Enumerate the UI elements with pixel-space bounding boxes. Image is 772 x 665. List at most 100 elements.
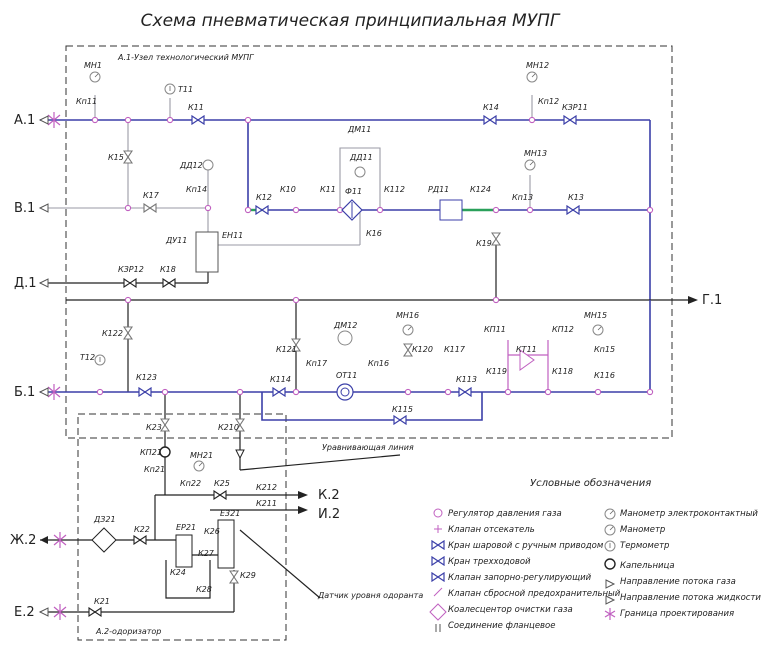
port-i2: И.2 (318, 507, 340, 522)
port-v1: В.1 (14, 201, 35, 216)
label-k16: К16 (366, 229, 382, 238)
label-k119: К119 (486, 367, 507, 376)
legend-left-7: Соединение фланцевое (448, 621, 556, 631)
label-k26: К26 (204, 527, 220, 536)
label-k211: К211 (256, 499, 277, 508)
label-kp12: Кп12 (538, 97, 559, 106)
port-e2: Е.2 (14, 605, 35, 620)
legend-title: Условные обозначения (530, 477, 651, 489)
label-kp21b: Кп21 (144, 465, 165, 474)
port-zh2: Ж.2 (10, 533, 36, 548)
label-dd12: ДД12 (179, 161, 203, 170)
label-k118: К118 (552, 367, 573, 376)
label-dm11: ДМ11 (347, 125, 371, 134)
label-kp15: Кп15 (594, 345, 615, 354)
legend-left-3: Кран трехходовой (448, 557, 531, 567)
label-mn11: МН1 (84, 61, 102, 70)
line-b1 (40, 300, 651, 421)
label-kp17: Кп17 (306, 359, 328, 368)
boundary-markers (47, 112, 67, 620)
legend-symbols (429, 508, 616, 632)
label-dz21: ДЗ21 (93, 515, 116, 524)
level-line-annotation: Уравнивающая линия (322, 443, 414, 452)
label-t12: Т12 (80, 353, 95, 362)
label-k10: К10 (280, 185, 296, 194)
level-sensor-annotation: Датчик уровня одоранта (317, 591, 423, 600)
label-k124: К124 (470, 185, 491, 194)
legend-left-5: Клапан сбросной предохранительный (448, 589, 621, 599)
label-mn13: МН13 (524, 149, 547, 158)
unit-a2-boundary (77, 413, 287, 641)
legend-right-3: Капельница (620, 561, 675, 571)
label-kzr12: КЗР12 (118, 265, 144, 274)
label-kp12b: КП12 (552, 325, 574, 334)
label-t11: Т11 (178, 85, 193, 94)
label-kp11b: КП11 (484, 325, 506, 334)
component-labels: МН1 Кп11 Т11 К11 К15 ДД12 Кп14 К17 ДУ11 … (76, 61, 615, 606)
label-k24: К24 (170, 568, 186, 577)
components (89, 71, 604, 569)
label-k112: К112 (384, 185, 405, 194)
label-k210: К210 (218, 423, 239, 432)
legend-left-0: Регулятор давления газа (448, 509, 562, 519)
label-k114: К114 (270, 375, 291, 384)
label-kp22: Кп22 (180, 479, 201, 488)
port-d1: Д.1 (14, 276, 37, 291)
legend-right-2: Термометр (620, 541, 669, 551)
label-en11: ЕН11 (222, 231, 243, 240)
label-k12: К12 (256, 193, 272, 202)
label-k13: К13 (568, 193, 584, 202)
label-kn13: Кп13 (512, 193, 533, 202)
port-k2: К.2 (318, 488, 340, 503)
label-k11b: К11 (320, 185, 336, 194)
label-er21: ЕР21 (176, 523, 196, 532)
label-mn21: МН21 (190, 451, 213, 460)
label-kp11: Кп11 (76, 97, 97, 106)
port-a1: А.1 (14, 113, 35, 128)
label-mn12: МН12 (526, 61, 549, 70)
label-k116: К116 (594, 371, 615, 380)
legend-right-0: Манометр электроконтактный (620, 509, 758, 519)
label-dd11: ДД11 (349, 153, 373, 162)
label-ot11: ОТ11 (336, 371, 357, 380)
label-k29: К29 (240, 571, 256, 580)
legend-left-1: Клапан отсекатель (448, 525, 535, 535)
label-k14: К14 (483, 103, 499, 112)
label-mn16: МН16 (396, 311, 419, 320)
legend-right-1: Манометр (620, 525, 665, 535)
legend: Условные обозначения Регулятор давления … (429, 477, 761, 632)
legend-left-6: Коалесцентор очистки газа (448, 605, 573, 615)
label-k22: К22 (134, 525, 150, 534)
label-k18: К18 (160, 265, 176, 274)
port-g1: Г.1 (702, 293, 722, 308)
legend-left-4: Клапан запорно-регулирующий (448, 573, 592, 583)
label-k212: К212 (256, 483, 277, 492)
legend-right-4: Направление потока газа (620, 577, 736, 587)
label-k113: К113 (456, 375, 477, 384)
label-k17: К17 (143, 191, 160, 200)
flow-arrows (38, 115, 698, 617)
port-b1: Б.1 (14, 385, 35, 400)
label-k123: К123 (136, 373, 157, 382)
legend-right-6: Граница проектирования (620, 609, 734, 619)
label-du11: ДУ11 (165, 236, 187, 245)
label-k115: К115 (392, 405, 413, 414)
unit-a2-label: А.2-одоризатор (95, 627, 161, 636)
label-k23: К23 (146, 423, 162, 432)
label-kp21: КП21 (140, 448, 162, 457)
label-k27: К27 (198, 549, 215, 558)
legend-left-2: Кран шаровой с ручным приводом (448, 541, 604, 551)
label-k28: К28 (196, 585, 212, 594)
label-k15: К15 (108, 153, 124, 162)
label-k120: К120 (412, 345, 433, 354)
label-kt11: КТ11 (516, 345, 537, 354)
label-k121: К121 (276, 345, 297, 354)
legend-right-5: Направление потока жидкости (620, 593, 761, 603)
page-title: Схема пневматическая принципиальная МУПГ (141, 11, 561, 31)
label-e321: Е321 (220, 509, 240, 518)
label-k19: К19 (476, 239, 492, 248)
label-rd11: РД11 (428, 185, 449, 194)
junction-nodes (91, 116, 654, 396)
label-k122: К122 (102, 329, 123, 338)
unit-a1-label: А.1-Узел технологический МУПГ (117, 53, 254, 62)
